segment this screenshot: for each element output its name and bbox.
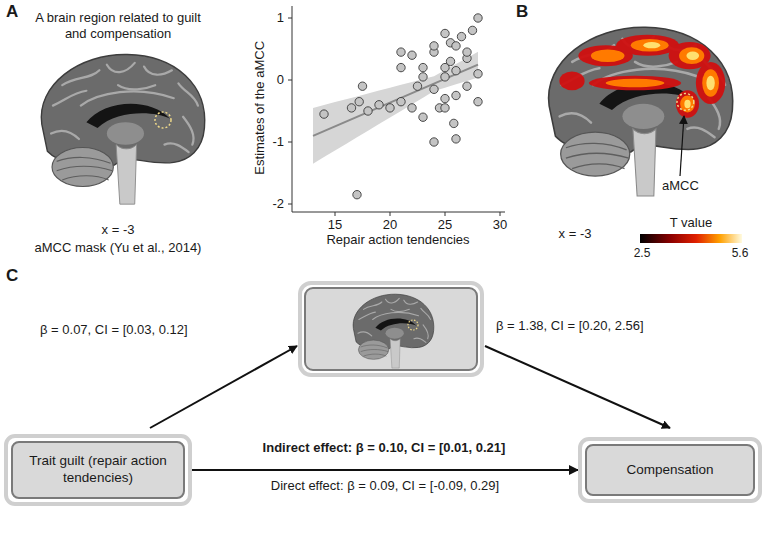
tick-label: 20: [375, 217, 405, 233]
data-point: [474, 14, 482, 22]
axis-title: Estimates of the aMCC: [252, 23, 268, 193]
box-inner: Compensation: [585, 444, 755, 496]
axis-title: Repair action tendencies: [288, 232, 508, 248]
colorbar-tick: 2.5: [622, 246, 662, 260]
variable-box: Compensation: [578, 437, 762, 503]
box-inner: Trait guilt (repair action tendencies): [11, 441, 185, 499]
tick-label: 30: [485, 217, 515, 233]
data-point: [468, 26, 476, 34]
data-point: [353, 191, 361, 199]
effect-label: Direct effect: β = 0.09, CI = [-0.09, 0.…: [268, 478, 502, 494]
indirect-effect: Indirect effect: β = 0.10, CI = [0.01, 0…: [219, 440, 549, 456]
data-point: [430, 42, 438, 50]
tick-label: -1: [254, 134, 284, 150]
variable-box: Trait guilt (repair action tendencies): [4, 434, 192, 506]
effect-arrow: [192, 469, 578, 471]
data-point: [408, 51, 416, 59]
box-text: Trait guilt (repair action tendencies): [21, 453, 175, 487]
data-point: [419, 63, 427, 71]
tick-label: 1: [254, 10, 284, 26]
data-point: [452, 42, 460, 50]
mask-caption: aMCC mask (Yu et al., 2014): [8, 240, 228, 256]
tick-label: -2: [254, 196, 284, 212]
path-coefficient: β = 1.38, CI = [0.20, 2.56]: [496, 318, 644, 334]
data-point: [463, 82, 471, 90]
tick-label: 15: [320, 217, 350, 233]
colorbar-tick: 5.6: [720, 246, 760, 260]
data-point: [430, 85, 438, 93]
path-coefficient: β = 0.07, CI = [0.03, 0.12]: [40, 322, 188, 338]
data-point: [474, 98, 482, 106]
data-point: [320, 110, 328, 118]
panel-title: A brain region related to guilt and comp…: [23, 10, 213, 41]
data-point: [452, 91, 460, 99]
panel-letter: C: [6, 266, 18, 286]
data-point: [397, 48, 405, 56]
data-point: [419, 113, 427, 121]
data-point: [408, 104, 416, 112]
tick-label: 0: [254, 72, 284, 88]
box-text: Compensation: [626, 462, 713, 479]
panel-letter: B: [516, 2, 528, 22]
data-point: [364, 107, 372, 115]
tick-label: 25: [430, 217, 460, 233]
data-point: [446, 57, 454, 65]
data-point: [452, 135, 460, 143]
data-point: [413, 82, 421, 90]
region-label: aMCC: [662, 178, 699, 194]
data-point: [450, 119, 458, 127]
data-point: [452, 67, 460, 75]
data-point: [355, 98, 363, 106]
data-point: [419, 73, 427, 81]
data-point: [474, 70, 482, 78]
data-point: [386, 104, 394, 112]
data-point: [397, 63, 405, 71]
data-point: [375, 101, 383, 109]
slice-coordinate: x = -3: [525, 226, 625, 242]
data-point: [347, 104, 355, 112]
panel-letter: A: [6, 2, 18, 22]
slice-coordinate: x = -3: [58, 222, 178, 238]
data-point: [441, 104, 449, 112]
data-point: [441, 94, 449, 102]
data-point: [441, 29, 449, 37]
colorbar-title: T value: [646, 215, 736, 231]
data-point: [358, 82, 366, 90]
data-point: [397, 98, 405, 106]
data-point: [441, 73, 449, 81]
data-point: [430, 138, 438, 146]
data-point: [463, 48, 471, 56]
data-point: [457, 32, 465, 40]
